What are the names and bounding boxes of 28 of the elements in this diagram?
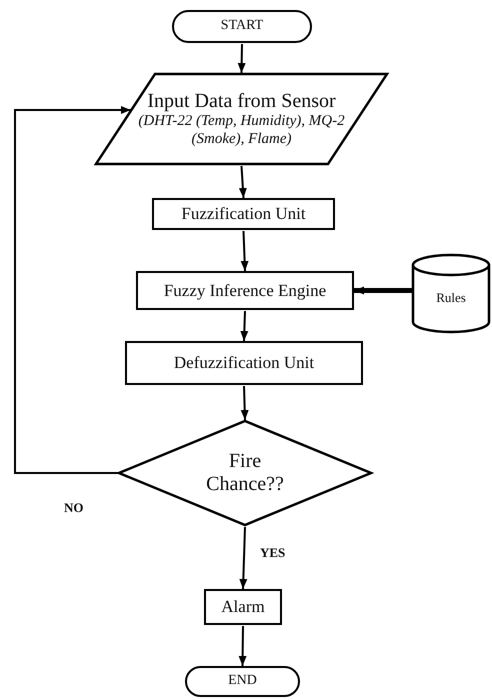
decision-diamond [118,420,372,526]
arrow [238,626,247,666]
arrow [240,386,249,420]
node-title: Input Data from Sensor [147,90,336,114]
process-box [204,589,282,625]
process-box [125,341,363,385]
terminal-shape [172,10,312,43]
terminal-shape [185,666,300,697]
arrow [238,166,247,198]
database-cylinder [412,255,490,332]
node-subtitle: (DHT-22 (Temp, Humidity), MQ-2 (Smoke), Flame) [137,113,346,148]
process-box [152,198,335,230]
arrow [14,106,131,474]
arrow [238,44,246,74]
arrow [240,310,248,342]
node-title: Fuzzy Inference Engine [164,280,326,300]
node-title: Fuzzification Unit [181,204,306,224]
node-title: Alarm [221,597,265,617]
node-title: Rules [436,291,466,306]
arrow [354,286,412,294]
node-title: Defuzzification Unit [174,353,314,373]
arrow [239,526,248,590]
node-title: END [228,673,257,690]
node-title: Fire Chance?? [205,450,285,496]
input-parallelogram [95,73,388,165]
node-title: START [220,18,264,35]
process-box [136,271,354,310]
arrow [240,230,249,272]
